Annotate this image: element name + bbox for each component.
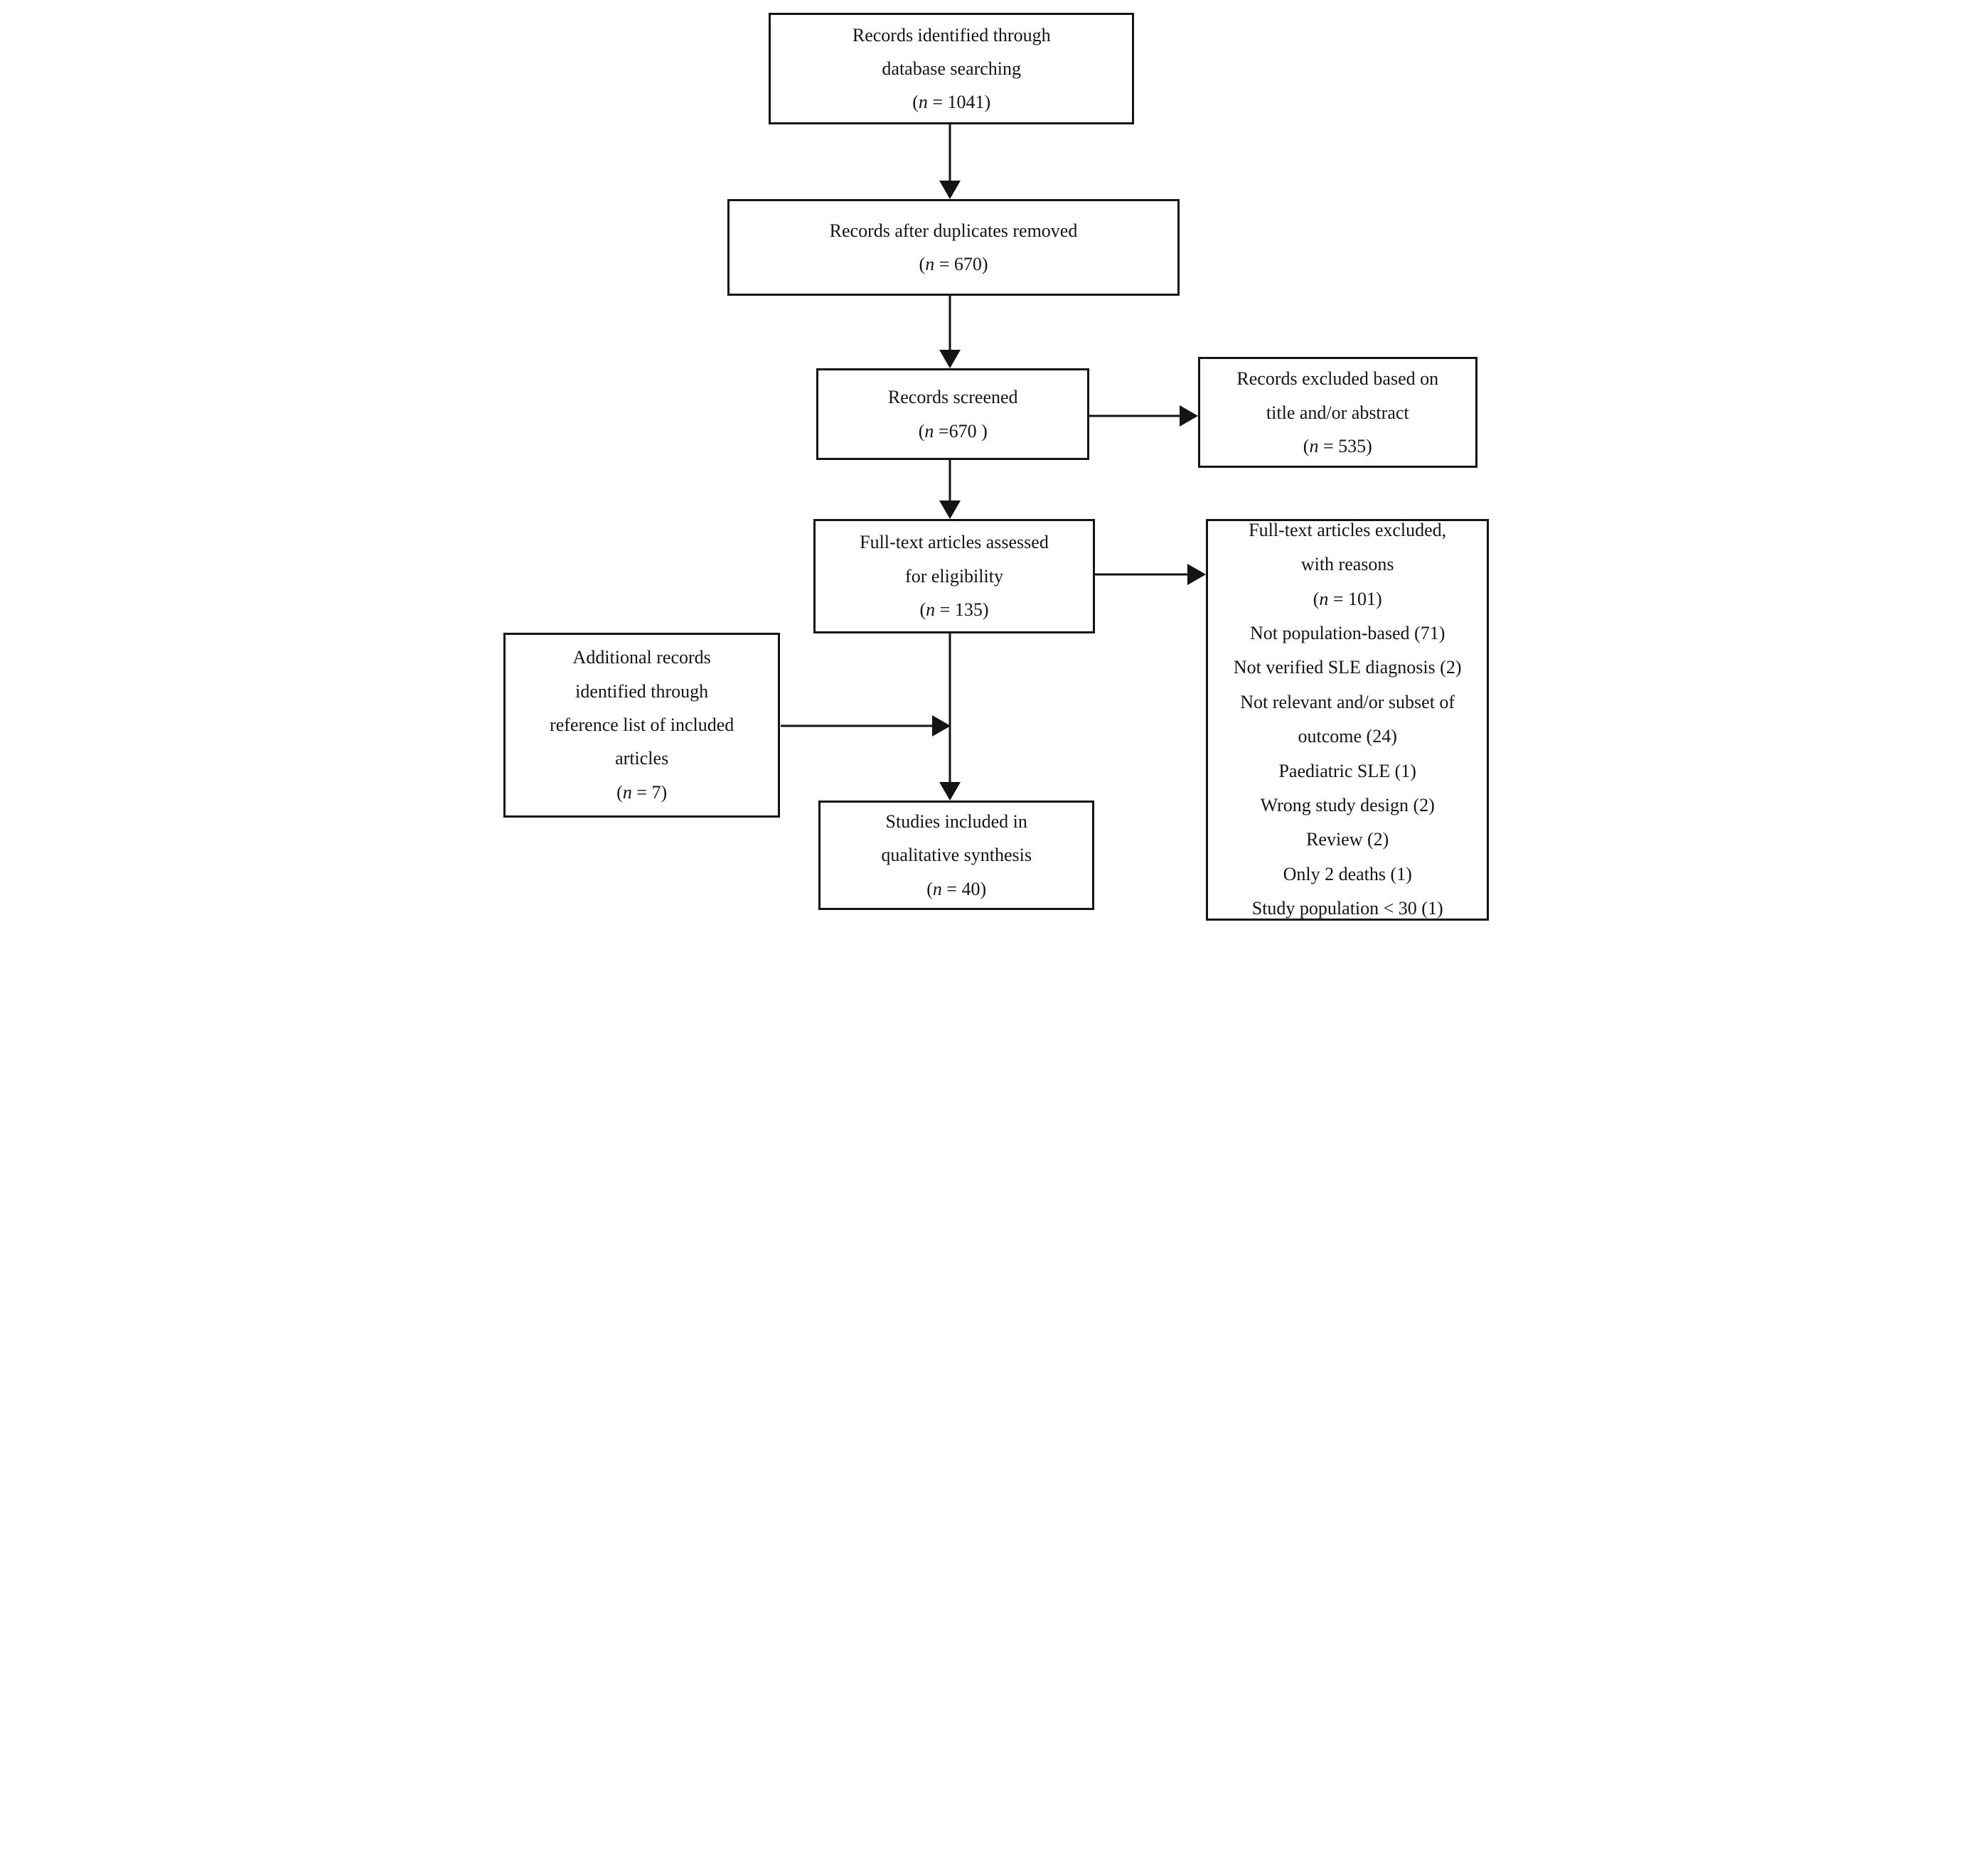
box-text-line: Records excluded based on xyxy=(1236,368,1439,390)
box-text-line: articles xyxy=(615,748,669,769)
box-studies-included: Studies included in qualitative synthesi… xyxy=(818,801,1095,910)
box-text-line: Records identified through xyxy=(852,24,1051,46)
paren-open: ( xyxy=(1303,435,1310,456)
box-text-line: qualitative synthesis xyxy=(881,845,1032,866)
n-variable: n xyxy=(932,878,942,899)
prisma-flow-diagram: Records identified through database sear… xyxy=(497,0,1491,926)
arrowhead-right-icon xyxy=(1187,564,1207,586)
exclusion-reason: Only 2 deaths (1) xyxy=(1283,863,1412,884)
exclusion-reason: Not verified SLE diagnosis (2) xyxy=(1233,657,1462,678)
count-value: = 535) xyxy=(1318,435,1372,456)
exclusion-reason: Not relevant and/or subset of outcome (2… xyxy=(1240,691,1455,747)
arrow-fulltext-to-included xyxy=(939,633,961,801)
arrow-identified-to-dedup xyxy=(939,124,961,199)
arrow-shaft xyxy=(1095,573,1191,576)
box-additional-records: Additional records identified through re… xyxy=(503,632,781,818)
count-value: = 40) xyxy=(941,878,987,899)
count-line: (n = 101) xyxy=(1313,582,1382,616)
box-records-screened: Records screened (n =670 ) xyxy=(816,368,1090,461)
count-line: (n = 7) xyxy=(616,776,667,809)
count-line: (n = 1041) xyxy=(912,85,990,119)
count-value: =670 ) xyxy=(934,420,988,441)
box-text-line: reference list of included xyxy=(550,714,734,735)
count-value: = 101) xyxy=(1328,588,1382,609)
paren-open: ( xyxy=(912,92,919,113)
arrow-additional-to-included xyxy=(780,714,951,737)
exclusion-reason: Not population-based (71) xyxy=(1249,623,1445,644)
count-value: = 135) xyxy=(935,599,989,620)
count-line: (n = 40) xyxy=(926,872,986,906)
arrowhead-down-icon xyxy=(939,350,961,369)
n-variable: n xyxy=(926,599,936,620)
box-records-identified: Records identified through database sear… xyxy=(769,13,1134,124)
arrow-screened-to-excluded xyxy=(1089,405,1198,427)
box-text-line: identified through xyxy=(575,680,709,702)
exclusion-reason: Study population < 30 (1) xyxy=(1251,897,1443,919)
box-text-line: Additional records xyxy=(572,647,711,668)
arrowhead-right-icon xyxy=(931,714,951,737)
n-variable: n xyxy=(622,781,632,803)
paren-open: ( xyxy=(919,253,926,274)
arrow-shaft xyxy=(948,295,951,353)
arrow-shaft xyxy=(1089,414,1182,417)
arrow-shaft xyxy=(948,633,951,786)
arrowhead-down-icon xyxy=(939,782,961,801)
box-text-line: Records screened xyxy=(887,387,1018,408)
arrowhead-right-icon xyxy=(1180,405,1198,427)
exclusion-reason: Paediatric SLE (1) xyxy=(1278,760,1416,781)
box-text-line: for eligibility xyxy=(905,565,1003,587)
box-fulltext-excluded: Full-text articles excluded, with reason… xyxy=(1206,518,1489,921)
count-line: (n =670 ) xyxy=(919,414,988,448)
arrow-fulltext-to-excluded xyxy=(1095,564,1207,586)
box-text-line: database searching xyxy=(882,58,1022,79)
count-line: (n = 535) xyxy=(1303,429,1372,463)
box-text-line: Studies included in xyxy=(885,810,1027,832)
exclusion-reason: Wrong study design (2) xyxy=(1260,794,1435,815)
paren-open: ( xyxy=(1313,588,1320,609)
count-line: (n = 670) xyxy=(919,247,988,281)
box-text-line: Full-text articles excluded, xyxy=(1249,520,1447,541)
count-value: = 670) xyxy=(934,253,988,274)
paren-open: ( xyxy=(919,599,926,620)
n-variable: n xyxy=(1319,588,1329,609)
n-variable: n xyxy=(1309,435,1319,456)
arrow-screened-to-fulltext xyxy=(939,460,961,519)
count-value: = 7) xyxy=(631,781,668,803)
arrow-shaft xyxy=(948,460,951,503)
arrow-dedup-to-screened xyxy=(939,295,961,369)
arrow-shaft xyxy=(948,124,951,183)
box-records-excluded-title-abstract: Records excluded based on title and/or a… xyxy=(1198,357,1477,469)
n-variable: n xyxy=(925,253,935,274)
paren-open: ( xyxy=(918,420,925,441)
box-duplicates-removed: Records after duplicates removed (n = 67… xyxy=(727,198,1180,296)
paren-open: ( xyxy=(926,878,933,899)
count-line: (n = 135) xyxy=(919,593,988,626)
box-text-line: Records after duplicates removed xyxy=(829,220,1078,241)
box-text-line: title and/or abstract xyxy=(1266,402,1409,423)
box-fulltext-assessed: Full-text articles assessed for eligibil… xyxy=(813,518,1096,633)
arrow-shaft xyxy=(780,724,935,727)
box-text-line: with reasons xyxy=(1300,554,1394,575)
exclusion-reason: Review (2) xyxy=(1306,829,1389,850)
paren-open: ( xyxy=(616,781,623,803)
n-variable: n xyxy=(924,420,934,441)
count-value: = 1041) xyxy=(927,92,991,113)
box-text-line: Full-text articles assessed xyxy=(860,532,1049,553)
arrowhead-down-icon xyxy=(939,180,961,199)
arrowhead-down-icon xyxy=(939,500,961,519)
n-variable: n xyxy=(918,92,928,113)
